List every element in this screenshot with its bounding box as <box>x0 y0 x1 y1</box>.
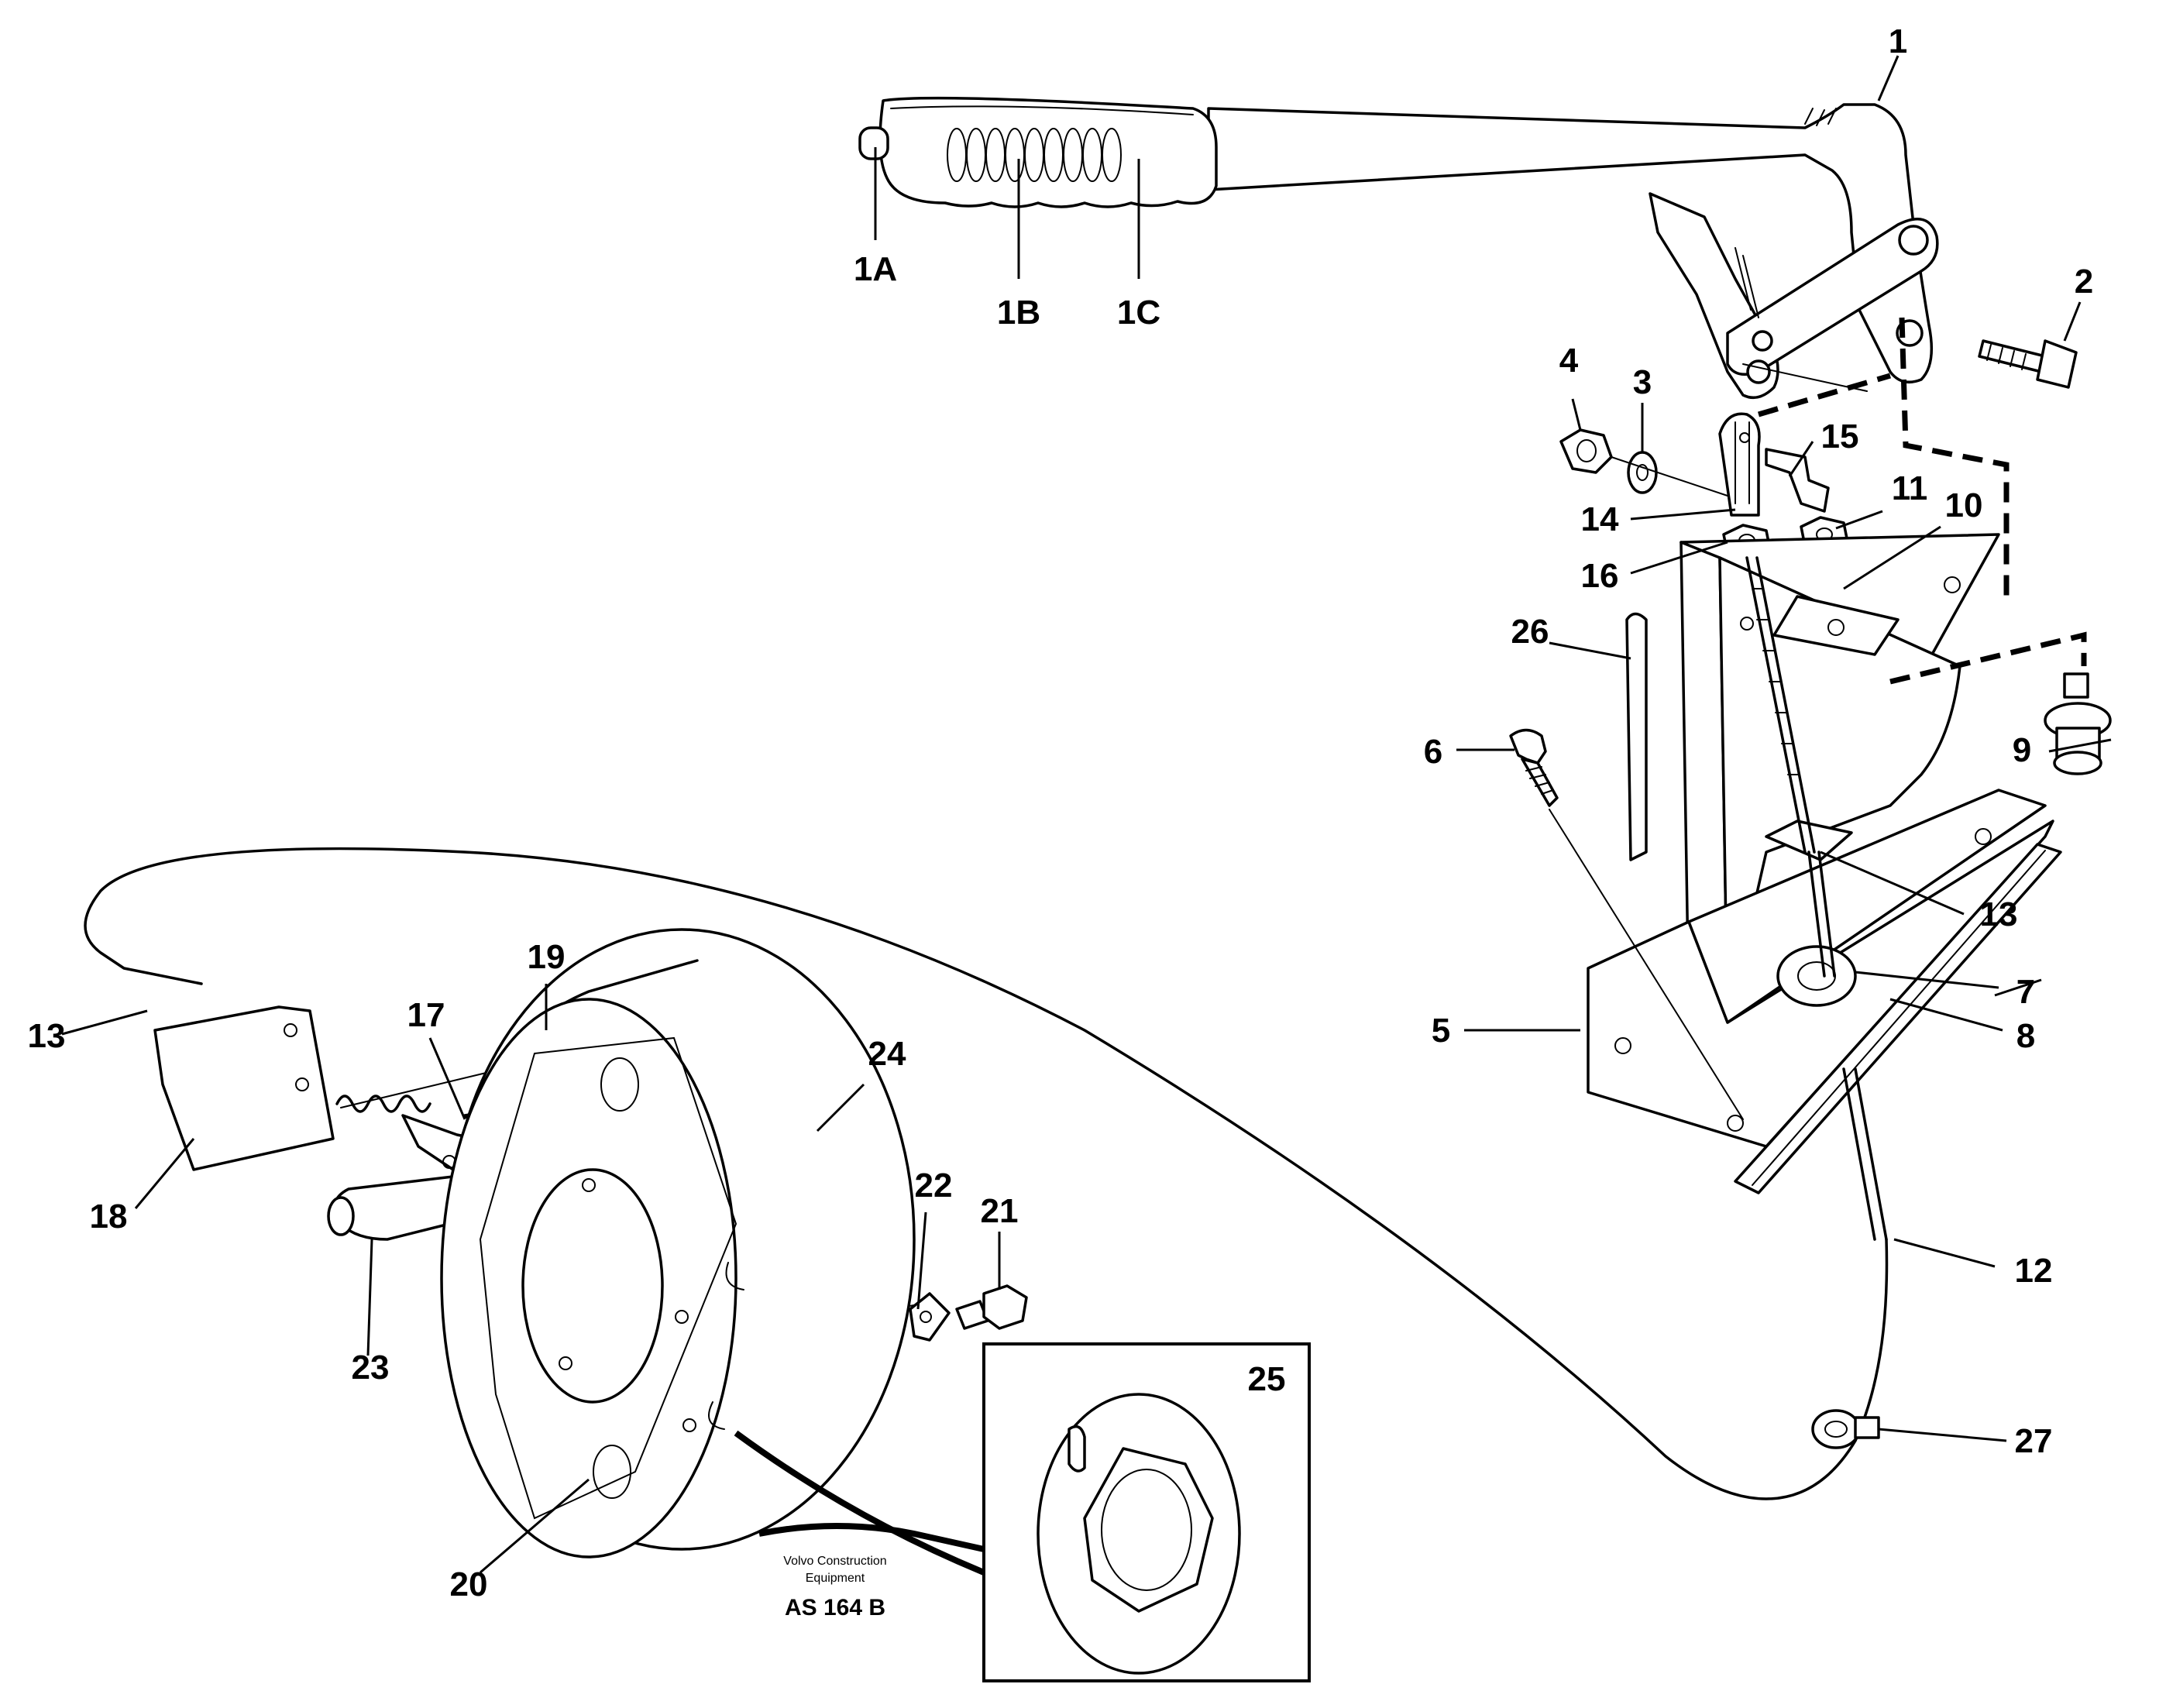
callout-26: 26 <box>1511 613 1549 651</box>
callout-23: 23 <box>352 1349 390 1387</box>
callout-9: 9 <box>2013 731 2031 769</box>
footer-company-line2: Equipment <box>806 1572 865 1585</box>
detail-inset-25 <box>982 1342 1311 1682</box>
callout-labels: 1 1A 1B 1C 2 3 4 5 6 7 8 9 10 11 12 13 1… <box>28 22 2094 1603</box>
callout-20: 20 <box>450 1565 488 1603</box>
callout-10: 10 <box>1945 486 1983 524</box>
footer-drawing-code: AS 164 B <box>785 1595 885 1620</box>
callout-22: 22 <box>915 1167 953 1205</box>
plate-10-tab <box>1772 595 1900 656</box>
dashed-wiring <box>1758 317 2087 685</box>
callout-12: 12 <box>2015 1252 2053 1290</box>
callout-25: 25 <box>1248 1360 1286 1398</box>
clevis-fork-14 <box>1718 412 1761 517</box>
nut-4 <box>1559 428 1613 474</box>
leader-lines <box>61 55 2112 1574</box>
release-button <box>858 126 889 160</box>
callout-1A: 1A <box>854 250 897 288</box>
hand-brake-lever <box>1207 103 1939 400</box>
callout-1: 1 <box>1889 22 1907 60</box>
callout-7: 7 <box>2016 973 2035 1011</box>
callout-3: 3 <box>1633 363 1652 401</box>
callout-24: 24 <box>868 1035 906 1073</box>
callout-17: 17 <box>407 996 445 1034</box>
footer: Volvo Construction Equipment AS 164 B <box>783 1555 886 1620</box>
callout-16: 16 <box>1581 557 1619 595</box>
callout-8: 8 <box>2016 1017 2035 1055</box>
plate-13-upper <box>1765 820 1853 861</box>
washer-3 <box>1627 451 1658 494</box>
grommet-8 <box>1776 945 1857 1007</box>
callout-21: 21 <box>981 1192 1019 1230</box>
pad-7 <box>1734 843 2062 1194</box>
bolt-2 <box>1978 339 2078 389</box>
callout-11: 11 <box>1892 469 1928 507</box>
screw-6 <box>1509 728 1559 807</box>
harness <box>734 1430 985 1576</box>
callout-6: 6 <box>1424 733 1442 771</box>
footer-company-line1: Volvo Construction <box>783 1555 886 1568</box>
nut-21 <box>955 1284 1028 1330</box>
callout-1C: 1C <box>1117 294 1160 332</box>
clevis-pin-15 <box>1765 448 1830 513</box>
lever-grip <box>878 96 1218 208</box>
callout-5: 5 <box>1432 1012 1450 1050</box>
callout-4: 4 <box>1559 342 1579 380</box>
switch-9 <box>2044 672 2112 775</box>
callout-13-lower: 13 <box>28 1017 66 1055</box>
clip-22 <box>909 1292 951 1342</box>
brake-rod <box>1745 556 1836 978</box>
callout-19: 19 <box>528 938 566 976</box>
callout-13-upper: 13 <box>1980 895 2018 933</box>
brake-cable-12 <box>84 847 1889 1500</box>
strip-26 <box>1625 612 1648 861</box>
callout-15: 15 <box>1821 418 1859 455</box>
backing-plate-20 <box>440 998 744 1559</box>
spring-17 <box>335 1095 431 1113</box>
callout-27: 27 <box>2015 1422 2053 1460</box>
callout-14: 14 <box>1581 500 1619 538</box>
callout-1B: 1B <box>997 294 1040 332</box>
callout-2: 2 <box>2075 263 2093 301</box>
plate-18 <box>153 1005 335 1171</box>
grip-knurl <box>947 128 1122 182</box>
clip-27 <box>1811 1409 1880 1449</box>
callout-18: 18 <box>90 1198 128 1235</box>
